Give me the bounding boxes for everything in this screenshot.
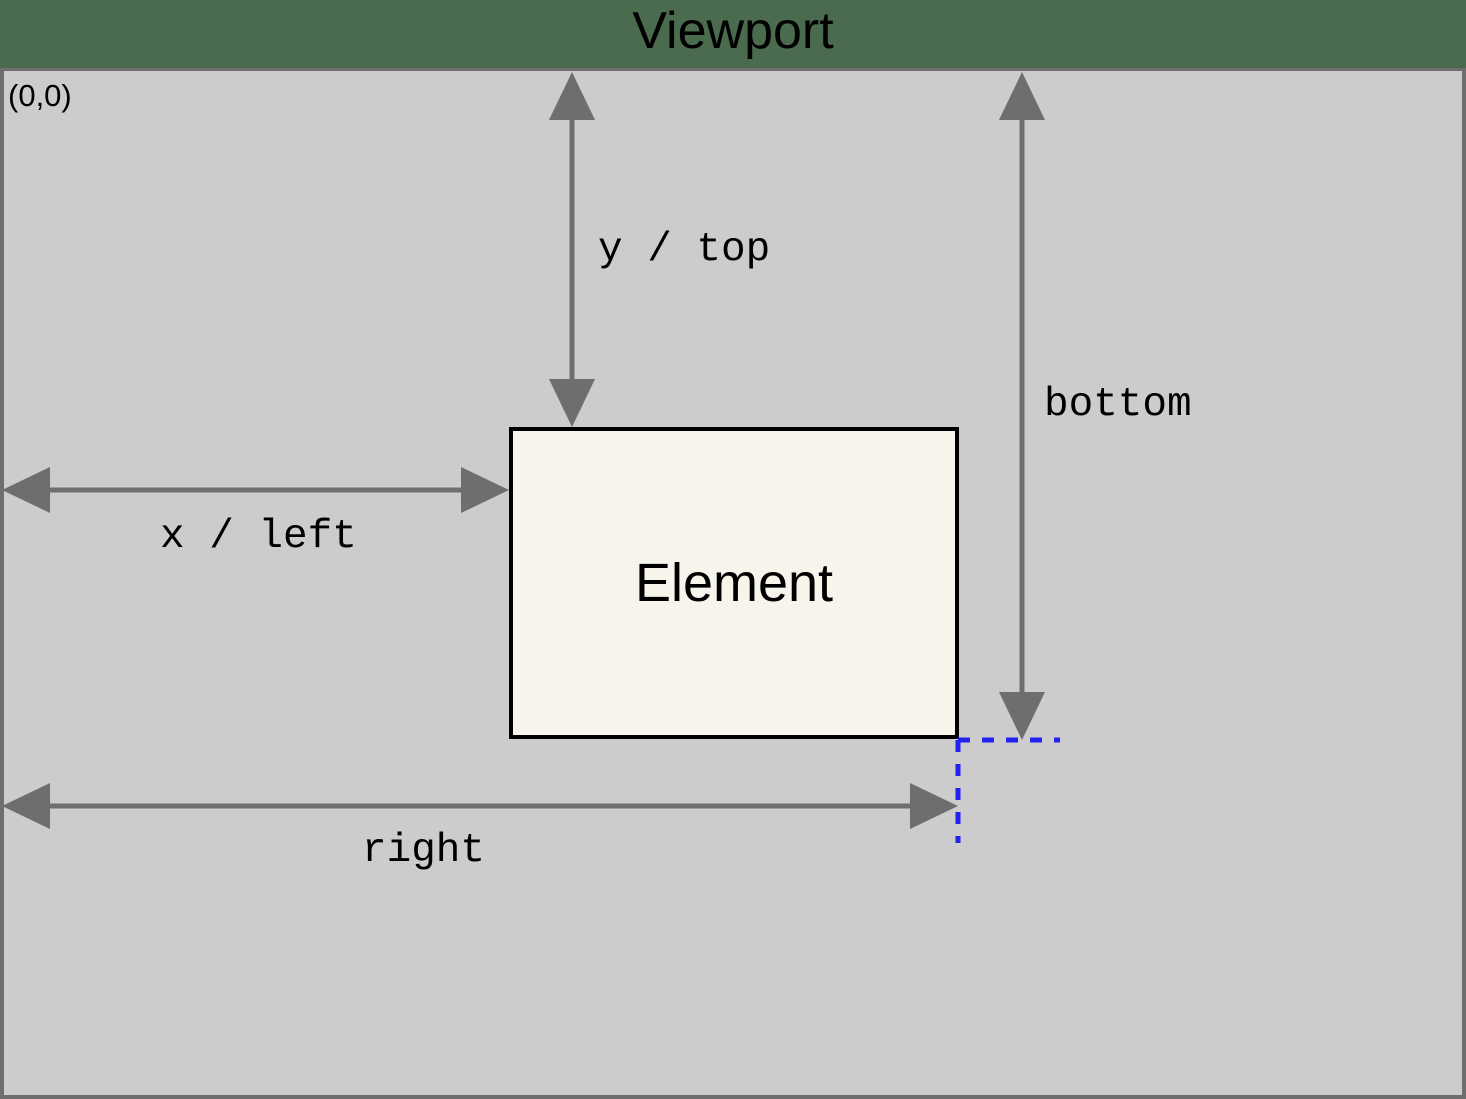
origin-coordinate-label: (0,0) (8, 78, 72, 113)
measure-label-x-left: x / left (160, 514, 357, 560)
measure-label-right: right (362, 828, 486, 874)
page-title: Viewport (632, 2, 834, 60)
element-label: Element (634, 553, 834, 613)
header-band: Viewport (0, 0, 1466, 68)
measure-label-bottom: bottom (1044, 382, 1192, 428)
measure-label-y-top: y / top (598, 227, 771, 273)
element-box: Element (509, 427, 959, 739)
